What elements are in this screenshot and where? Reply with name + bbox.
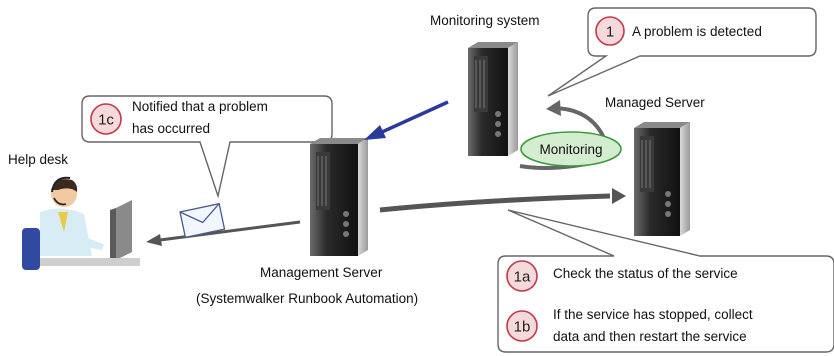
svg-text:1a: 1a	[514, 269, 531, 286]
managed-server-label: Managed Server	[605, 95, 705, 110]
alert-arrow	[364, 100, 449, 140]
callout-text-restart-2: data and then restart the service	[553, 329, 747, 344]
notify-arrow	[146, 220, 301, 246]
callout-text-check-status: Check the status of the service	[553, 266, 738, 281]
help-desk-operator-icon	[22, 176, 140, 270]
svg-text:1: 1	[606, 24, 614, 41]
callout-problem-detected: 1 A problem is detected	[547, 7, 817, 97]
step-badge-1: 1	[595, 16, 625, 46]
callout-text-notified-2: has occurred	[132, 121, 210, 136]
monitoring-system-label: Monitoring system	[430, 13, 540, 28]
action-arrow	[379, 188, 626, 213]
step-badge-1b: 1b	[506, 310, 538, 342]
callout-notified: 1c Notified that a problem has occurred	[81, 95, 333, 199]
svg-text:1b: 1b	[514, 319, 531, 336]
callout-text-notified-1: Notified that a problem	[132, 99, 268, 114]
managed-server-icon	[634, 122, 690, 236]
step-badge-1a: 1a	[506, 260, 538, 292]
callout-text-problem-detected: A problem is detected	[632, 24, 762, 39]
monitoring-system-server-icon	[468, 42, 518, 156]
callout-actions: 1a Check the status of the service 1b If…	[497, 209, 834, 353]
step-badge-1c: 1c	[90, 103, 122, 135]
envelope-icon	[179, 202, 226, 239]
management-server-sublabel: (Systemwalker Runbook Automation)	[196, 291, 418, 306]
help-desk-label: Help desk	[8, 152, 68, 167]
management-server-icon	[310, 138, 368, 256]
callout-text-restart-1: If the service has stopped, collect	[553, 307, 753, 322]
monitoring-ellipse: Monitoring	[520, 131, 622, 167]
svg-text:Monitoring: Monitoring	[539, 142, 602, 157]
management-server-label: Management Server	[260, 265, 383, 280]
svg-text:1c: 1c	[98, 112, 114, 129]
